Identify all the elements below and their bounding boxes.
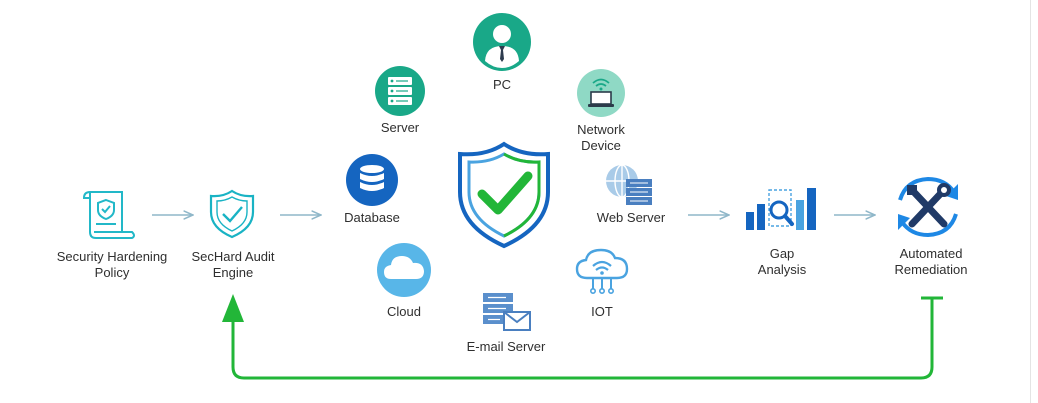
bar-magnifier-icon <box>746 188 816 230</box>
globe-server-icon <box>606 164 652 205</box>
remediation-label-line1: Automated <box>899 246 963 261</box>
server-mail-icon <box>483 293 531 331</box>
gap-label: Gap Analysis <box>742 246 822 278</box>
web-server-label: Web Server <box>596 210 666 225</box>
network-label: Network Device <box>561 122 641 154</box>
network-label-line1: Network <box>577 122 625 137</box>
remediation-label-line2: Remediation <box>894 262 968 277</box>
cloud-icon <box>377 243 431 297</box>
database-label: Database <box>344 210 400 225</box>
shield-check-icon <box>209 189 255 239</box>
tools-cycle-icon <box>898 176 958 238</box>
policy-label: Security Hardening Policy <box>48 249 176 281</box>
policy-label-line2: Policy <box>94 265 130 280</box>
engine-label: SecHard Audit Engine <box>174 249 292 281</box>
remediation-label: Automated Remediation <box>876 246 986 278</box>
feedback-loop-arrowhead <box>222 294 244 322</box>
cloud-label: Cloud <box>387 304 421 319</box>
user-icon <box>473 13 531 71</box>
page-edge-divider <box>1030 0 1031 403</box>
document-shield-icon <box>82 191 135 239</box>
server-label: Server <box>380 120 420 135</box>
large-shield-check-icon <box>458 141 550 249</box>
email-server-label: E-mail Server <box>466 339 546 354</box>
policy-label-line1: Security Hardening <box>56 249 168 264</box>
engine-label-line2: Engine <box>212 265 254 280</box>
database-icon <box>346 154 398 206</box>
engine-label-line1: SecHard Audit <box>191 249 275 264</box>
wifi-cloud-icon <box>575 248 629 294</box>
gap-label-line1: Gap <box>769 246 795 261</box>
pc-label: PC <box>492 77 512 92</box>
wifi-laptop-icon <box>577 69 625 117</box>
iot-label: IOT <box>591 304 613 319</box>
gap-label-line2: Analysis <box>757 262 807 277</box>
feedback-loop-line <box>231 298 934 380</box>
network-label-line2: Device <box>581 138 621 153</box>
server-rack-icon <box>375 66 425 116</box>
